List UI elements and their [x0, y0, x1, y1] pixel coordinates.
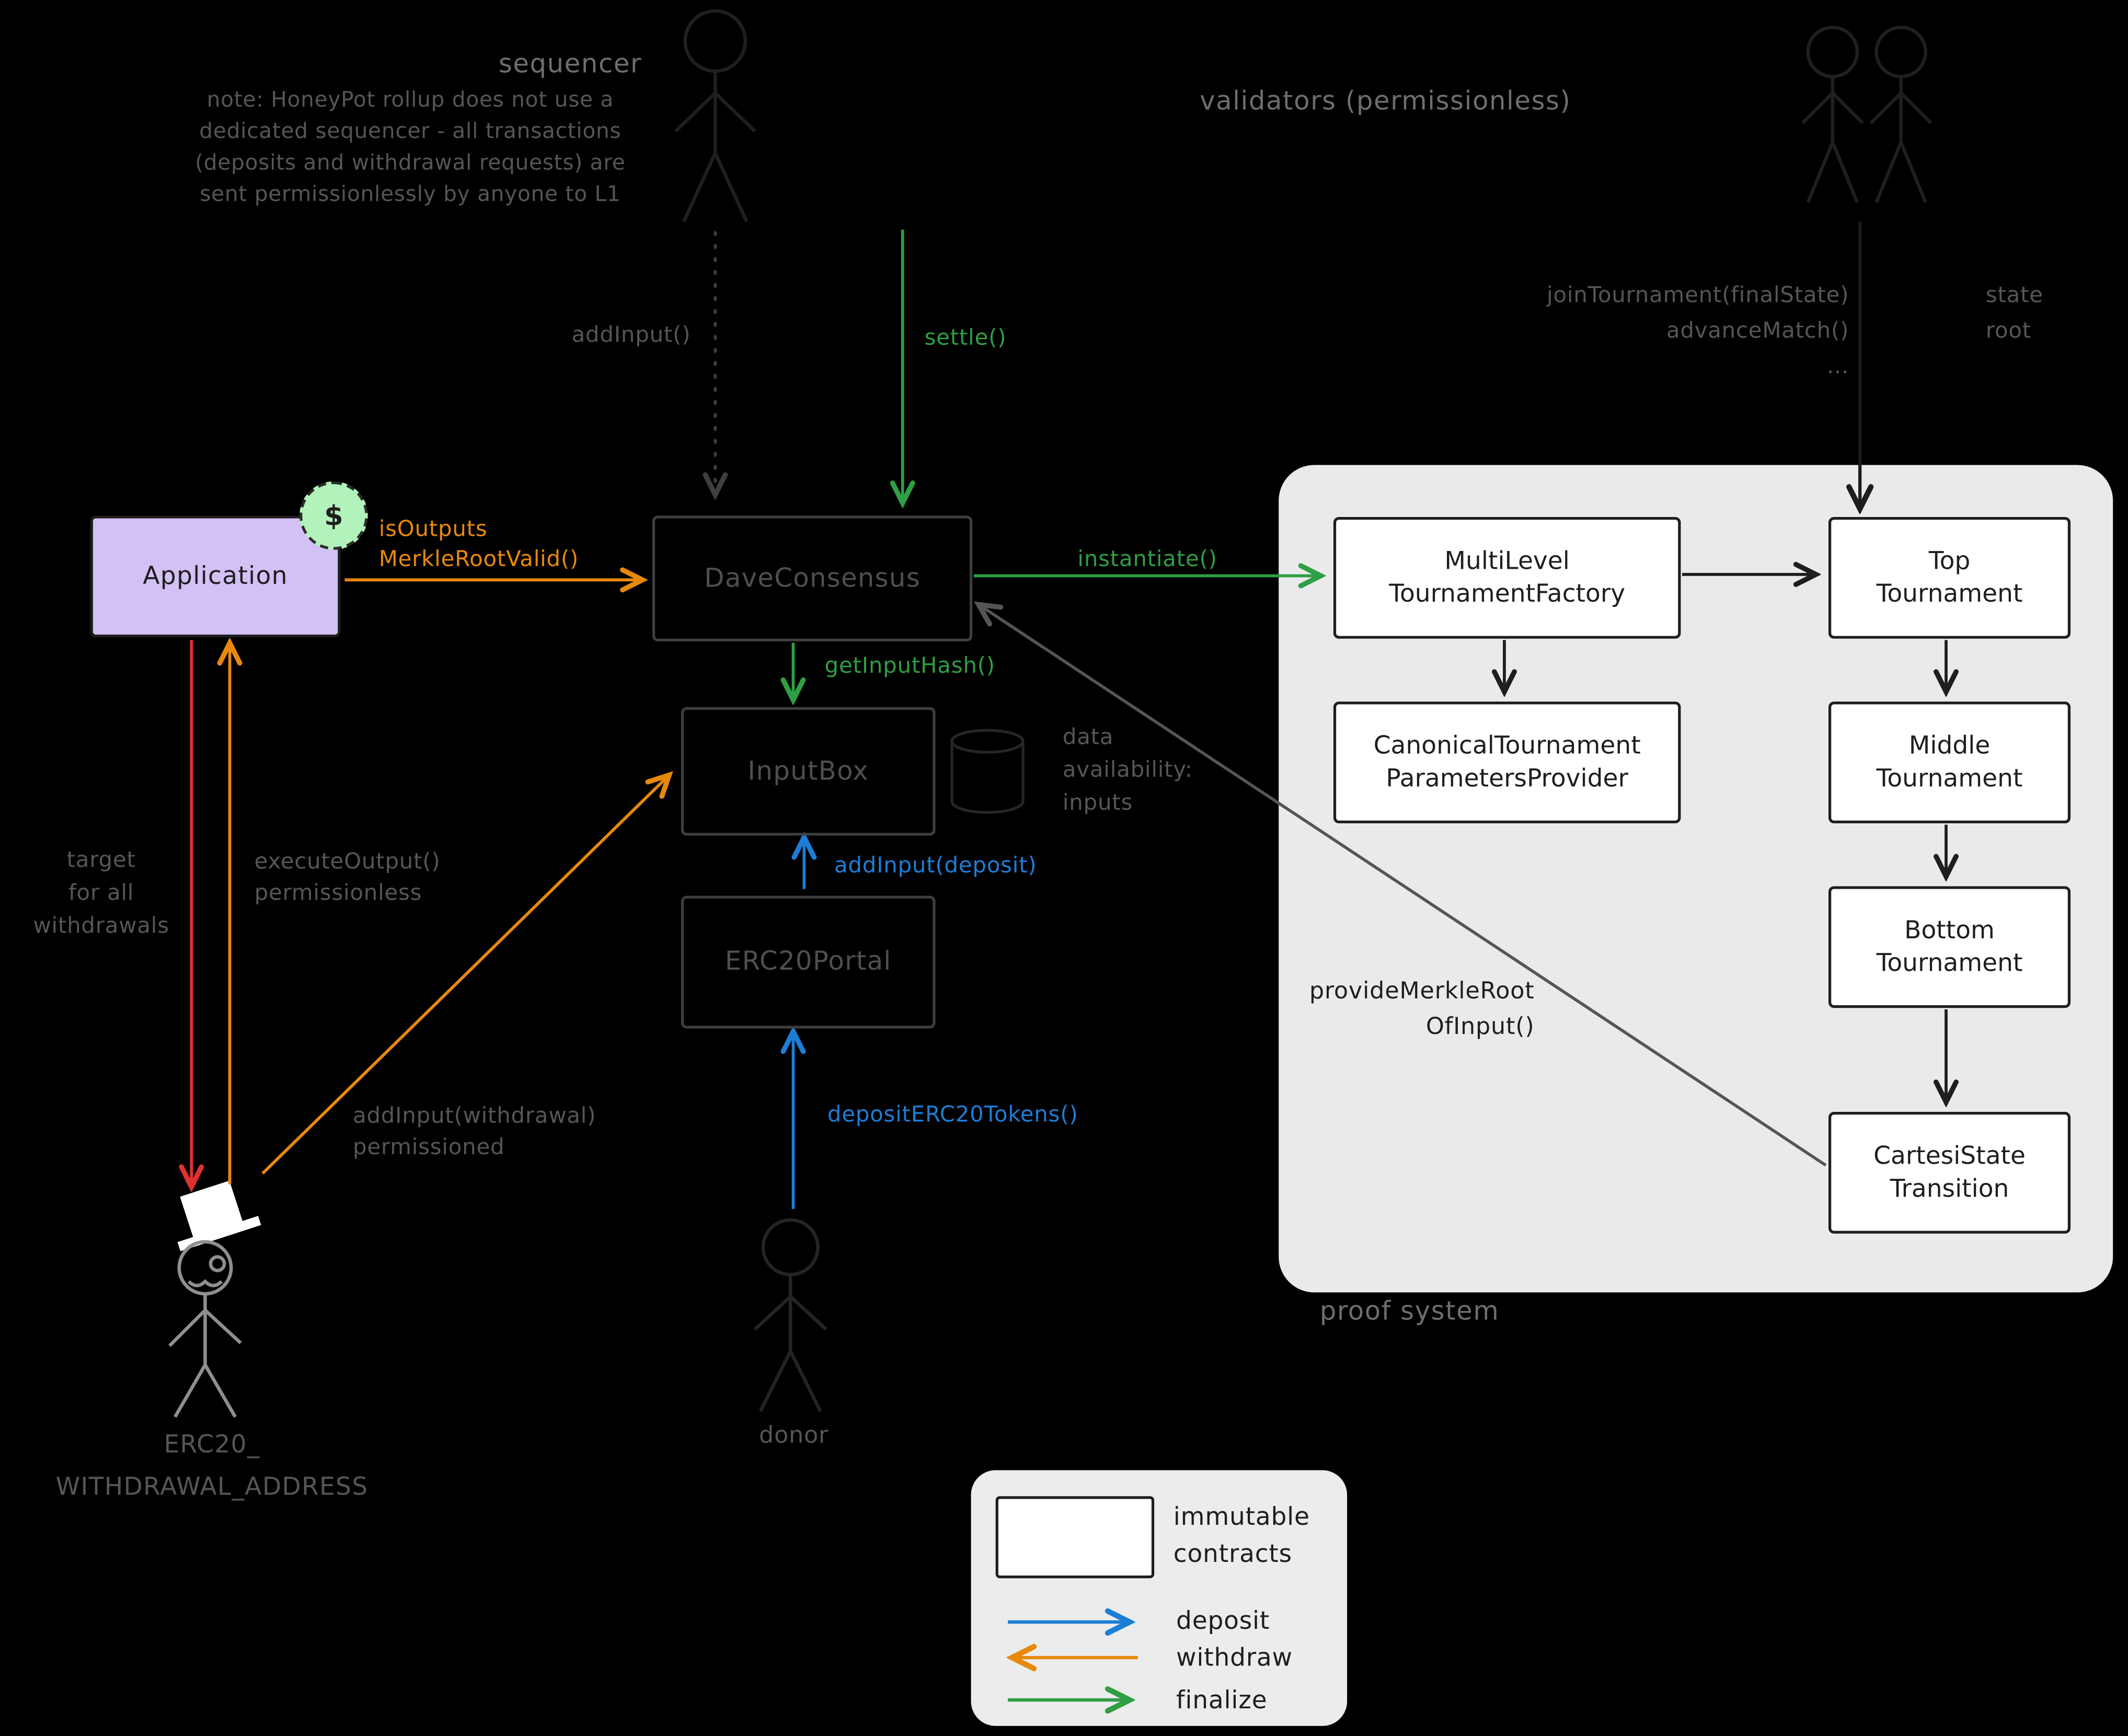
erc20-portal-box: ERC20Portal — [681, 895, 936, 1029]
database-cylinder-icon — [950, 729, 1025, 814]
sequencer-title: sequencer — [498, 49, 642, 79]
cartesi-state-transition-box: CartesiState Transition — [1828, 1112, 2071, 1234]
addinput-label: addInput() — [571, 321, 691, 348]
money-bag-icon: $ — [299, 481, 368, 550]
legend-immutable-swatch — [995, 1496, 1155, 1579]
bottom-tournament-box: Bottom Tournament — [1828, 886, 2071, 1008]
canonical-tournament-parameters-provider-box: CanonicalTournament ParametersProvider — [1333, 702, 1681, 824]
withdrawal-address-figure — [168, 1180, 261, 1418]
validators-figures — [1801, 26, 1933, 203]
validators-title: validators (permissionless) — [1200, 86, 1571, 117]
sequencer-figure — [674, 9, 756, 223]
settle-label: settle() — [924, 324, 1007, 350]
getinputhash-label: getInputHash() — [824, 652, 995, 679]
addinput-withdrawal-label: addInput(withdrawal) permissioned — [353, 1102, 596, 1160]
isoutputs-merklerootvalid-label: isOutputs MerkleRootValid() — [378, 515, 579, 572]
top-hat-icon — [177, 1180, 261, 1251]
legend-finalize-label: finalize — [1176, 1686, 1268, 1715]
donor-figure — [753, 1218, 827, 1412]
top-tournament-box: Top Tournament — [1828, 516, 2071, 639]
providemerkleroot-label: provideMerkleRoot OfInput() — [1309, 978, 1535, 1041]
state-root-label: state root — [1985, 281, 2043, 343]
legend-deposit-label: deposit — [1176, 1607, 1270, 1636]
target-withdrawals-label: target for all withdrawals — [33, 846, 169, 938]
validator-calls-label: joinTournament(finalState) advanceMatch(… — [1547, 281, 1849, 379]
instantiate-label: instantiate() — [1077, 545, 1217, 572]
middle-tournament-box: Middle Tournament — [1828, 702, 2071, 824]
legend-immutable-label: immutable contracts — [1173, 1503, 1310, 1569]
withdrawal-address-label: ERC20_ WITHDRAWAL_ADDRESS — [55, 1430, 369, 1502]
legend-withdraw-label: withdraw — [1176, 1643, 1293, 1673]
monocle-icon — [209, 1255, 226, 1272]
edge-addinput-withdrawal — [261, 777, 667, 1175]
dave-consensus-box: DaveConsensus — [652, 515, 973, 642]
sequencer-note: note: HoneyPot rollup does not use a ded… — [195, 87, 626, 207]
proof-system-label: proof system — [1319, 1296, 1500, 1327]
donor-label: donor — [759, 1422, 829, 1450]
mustache-icon — [187, 1279, 223, 1287]
dollar-sign: $ — [324, 499, 343, 532]
deposit-erc20tokens-label: depositERC20Tokens() — [827, 1101, 1078, 1127]
executeoutput-label: executeOutput() permissionless — [254, 848, 441, 905]
addinput-deposit-label: addInput(deposit) — [834, 852, 1037, 878]
application-box: Application — [90, 515, 341, 638]
data-availability-label: data availability: inputs — [1062, 723, 1193, 815]
multilevel-tournament-factory-box: MultiLevel TournamentFactory — [1333, 516, 1681, 639]
edge-providemerkleroot — [981, 606, 1827, 1167]
input-box-box: InputBox — [681, 707, 936, 836]
